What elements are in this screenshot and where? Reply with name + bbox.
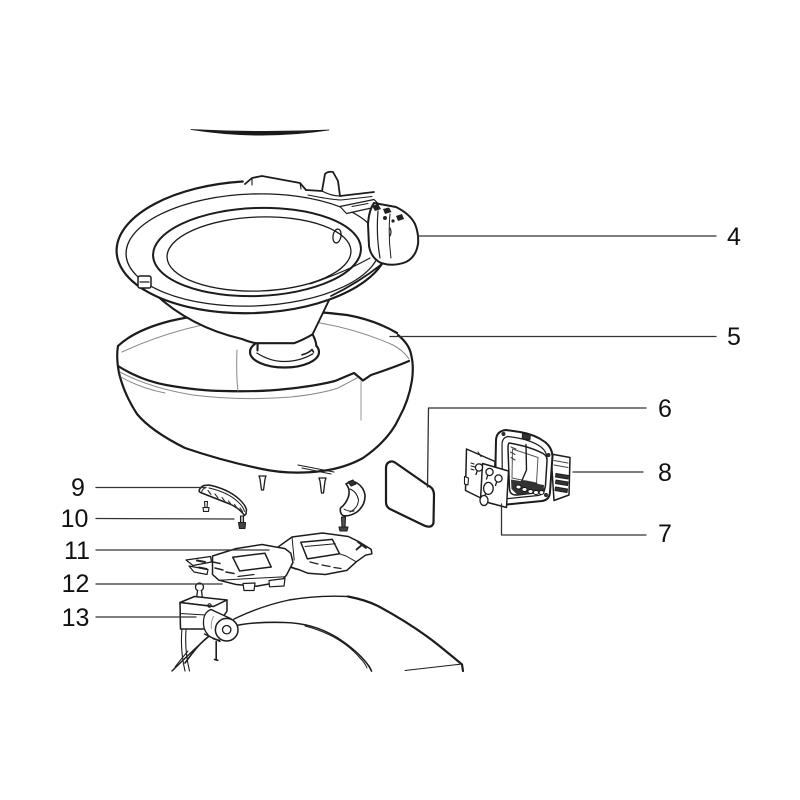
svg-text:13: 13: [62, 604, 90, 632]
svg-text:8: 8: [658, 459, 672, 487]
svg-text:6: 6: [658, 395, 672, 423]
svg-text:9: 9: [71, 474, 85, 502]
svg-text:12: 12: [62, 570, 90, 598]
svg-text:4: 4: [727, 223, 741, 251]
svg-text:10: 10: [61, 505, 89, 533]
svg-text:5: 5: [727, 323, 741, 351]
svg-text:7: 7: [658, 520, 672, 548]
svg-text:11: 11: [64, 537, 90, 565]
